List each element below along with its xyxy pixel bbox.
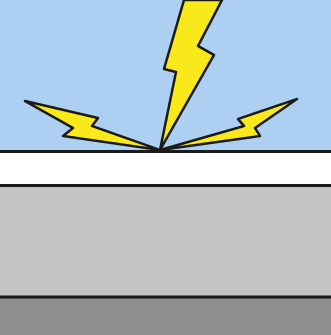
light-gray-layer bbox=[0, 186, 331, 297]
white-layer bbox=[0, 152, 331, 186]
dark-gray-layer bbox=[0, 297, 331, 335]
